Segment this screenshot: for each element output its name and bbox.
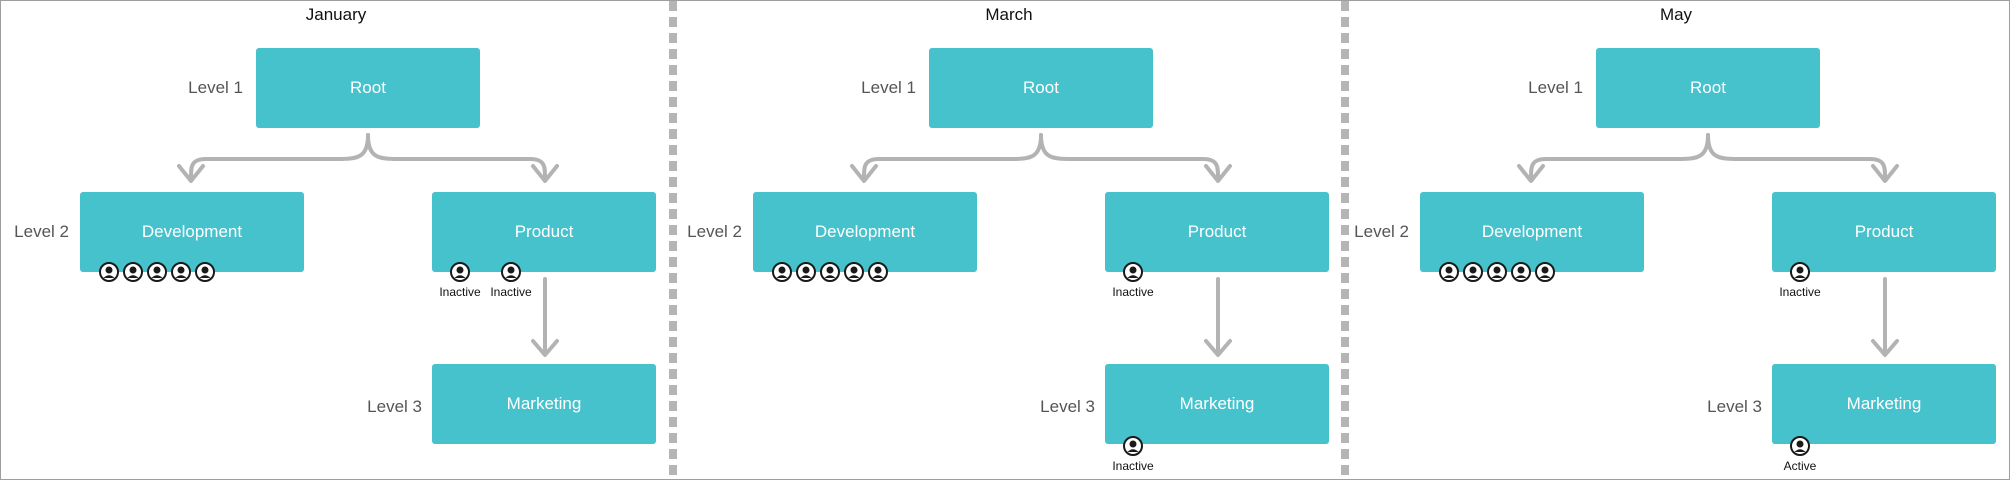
node-root[interactable]: Root — [929, 48, 1153, 128]
user-avatar-icon — [796, 262, 816, 282]
panel-title: May — [1659, 5, 1693, 24]
user-avatar-icon — [123, 262, 143, 282]
user-avatar-icon — [1123, 436, 1143, 456]
connector-root-product — [1039, 133, 1220, 179]
user-avatar-icon — [1535, 262, 1555, 282]
node-product[interactable]: Product — [1105, 192, 1329, 272]
member-status: Active — [1783, 459, 1817, 473]
level-label-1: Level 1 — [861, 78, 916, 97]
node-product[interactable]: Product — [432, 192, 656, 272]
user-avatar-icon — [844, 262, 864, 282]
user-avatar-icon — [195, 262, 215, 282]
user-avatar-icon — [147, 262, 167, 282]
member-status: Inactive — [490, 285, 532, 299]
arrowhead-development — [1517, 164, 1545, 183]
user-avatar-icon — [1487, 262, 1507, 282]
node-marketing[interactable]: Marketing — [1105, 364, 1329, 444]
connector-root-development — [1529, 133, 1710, 179]
user-avatar-icon — [1511, 262, 1531, 282]
user-avatar-icon — [1439, 262, 1459, 282]
arrowhead-marketing — [531, 339, 559, 357]
panel-title: March — [985, 5, 1033, 24]
connector-root-development — [189, 133, 370, 179]
member-status: Inactive — [1779, 285, 1821, 299]
arrowhead-development — [177, 164, 205, 183]
panel-march: March Level 1 Level 2 Level 3 Root Devel… — [674, 1, 1344, 479]
panel-divider — [1341, 1, 1349, 479]
connector-root-development — [862, 133, 1043, 179]
connector-root-product — [1706, 133, 1887, 179]
member-status: Inactive — [1112, 459, 1154, 473]
member-status: Inactive — [439, 285, 481, 299]
node-root[interactable]: Root — [1596, 48, 1820, 128]
user-avatar-icon — [99, 262, 119, 282]
panel-divider — [669, 1, 677, 479]
node-development[interactable]: Development — [80, 192, 304, 272]
member-status: Inactive — [1112, 285, 1154, 299]
arrowhead-marketing — [1871, 339, 1899, 357]
connector-root-product — [366, 133, 547, 179]
level-label-2: Level 2 — [14, 222, 69, 241]
node-product[interactable]: Product — [1772, 192, 1996, 272]
level-label-2: Level 2 — [687, 222, 742, 241]
user-avatar-icon — [501, 262, 521, 282]
panel-title: January — [305, 5, 367, 24]
panel-january: January Level 1 Level 2 Level 3 Root Dev… — [1, 1, 671, 479]
user-avatar-icon — [1123, 262, 1143, 282]
panel-may: May Level 1 Level 2 Level 3 Root Develop… — [1341, 1, 2009, 479]
level-label-2: Level 2 — [1354, 222, 1409, 241]
user-avatar-icon — [868, 262, 888, 282]
arrowhead-product — [1204, 164, 1232, 183]
user-avatar-icon — [171, 262, 191, 282]
node-marketing[interactable]: Marketing — [1772, 364, 1996, 444]
user-avatar-icon — [450, 262, 470, 282]
level-label-1: Level 1 — [1528, 78, 1583, 97]
arrowhead-marketing — [1204, 339, 1232, 357]
arrowhead-product — [1871, 164, 1899, 183]
node-development[interactable]: Development — [1420, 192, 1644, 272]
user-avatar-icon — [820, 262, 840, 282]
user-avatar-icon — [1790, 262, 1810, 282]
node-root[interactable]: Root — [256, 48, 480, 128]
arrowhead-product — [531, 164, 559, 183]
level-label-3: Level 3 — [1040, 397, 1095, 416]
user-avatar-icon — [772, 262, 792, 282]
level-label-3: Level 3 — [367, 397, 422, 416]
node-marketing[interactable]: Marketing — [432, 364, 656, 444]
node-development[interactable]: Development — [753, 192, 977, 272]
level-label-3: Level 3 — [1707, 397, 1762, 416]
arrowhead-development — [850, 164, 878, 183]
level-label-1: Level 1 — [188, 78, 243, 97]
user-avatar-icon — [1790, 436, 1810, 456]
user-avatar-icon — [1463, 262, 1483, 282]
